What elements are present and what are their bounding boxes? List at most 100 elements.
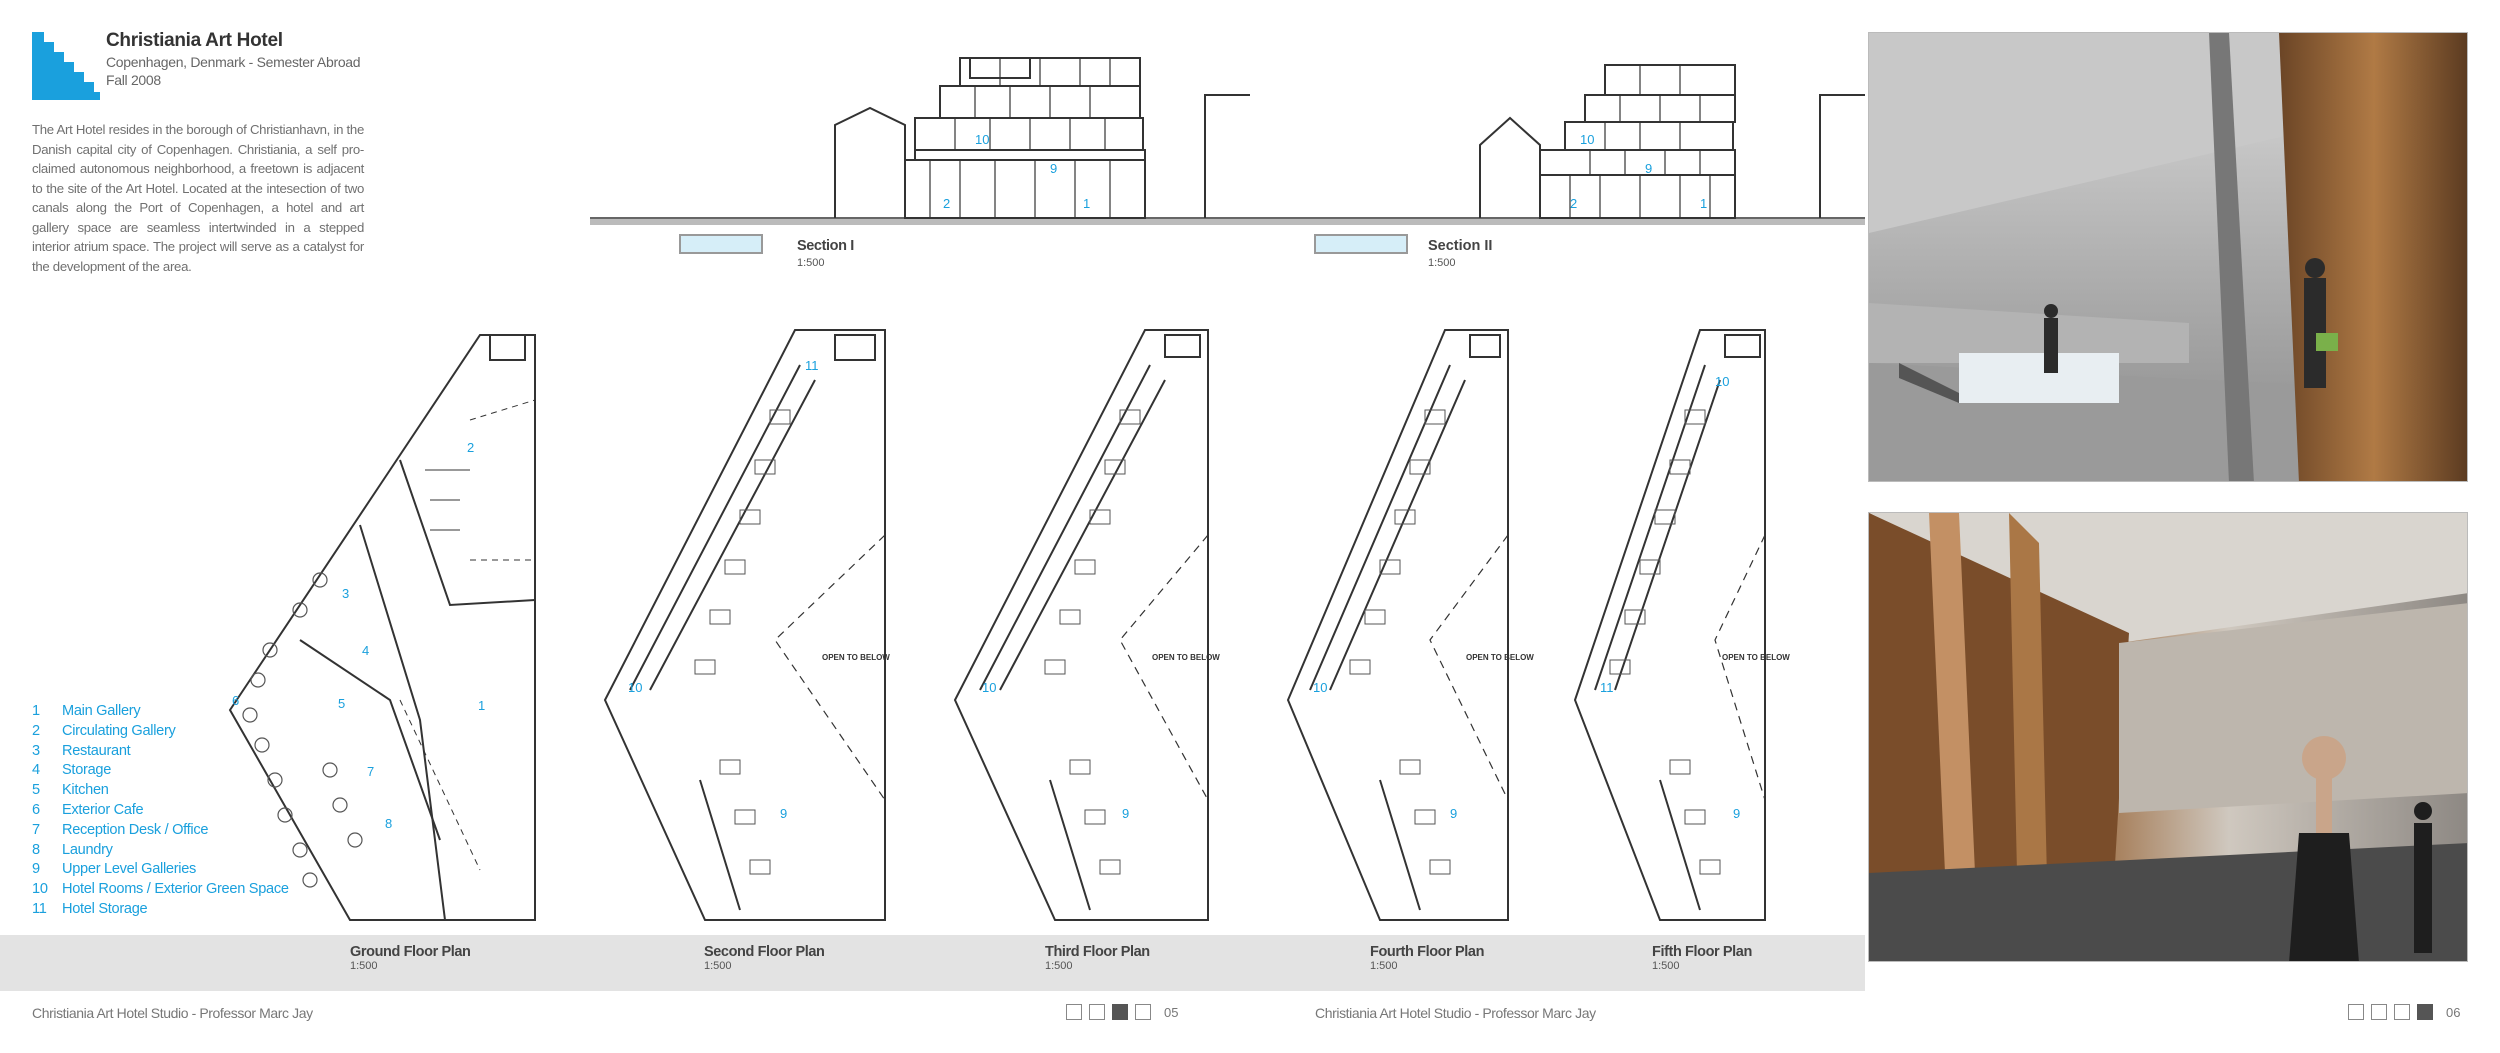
ground-plan-tag: 8 [385,816,392,831]
legend-number: 5 [32,782,40,799]
section-2-scale: 1:500 [1428,257,1456,269]
second-plan-tag: 9 [780,806,787,821]
section-1-label: Section I [797,238,854,254]
plan-label: Fifth Floor Plan [1652,944,1752,960]
footer-right-text: Christiania Art Hotel Studio - Professor… [1315,1005,1596,1021]
legend-item: 4 Storage [32,761,332,781]
section-1-tag: 10 [975,132,989,147]
legend-number: 8 [32,841,40,858]
atrium-rendering-image [1868,32,2468,482]
open-to-below-note: OPEN TO BELOW [1152,653,1220,662]
fifth-plan-tag: 10 [1715,374,1729,389]
plan-caption-fifth: Fifth Floor Plan 1:500 [1652,944,1752,972]
plan-caption-ground: Ground Floor Plan 1:500 [350,944,471,972]
fifth-plan-tag: 11 [1600,680,1614,695]
page-indicator-left: 05 [1066,1004,1178,1020]
plan-caption-fourth: Fourth Floor Plan 1:500 [1370,944,1484,972]
second-plan-tag: 10 [628,680,642,695]
page-square-icon [1135,1004,1151,1020]
section-1-tag: 2 [943,196,950,211]
fourth-plan-tag: 10 [1313,680,1327,695]
ground-plan-tag: 2 [467,440,474,455]
legend-label: Kitchen [62,782,109,799]
plan-scale: 1:500 [704,960,732,972]
legend-label: Reception Desk / Office [62,821,209,838]
page-square-icon [2371,1004,2387,1020]
footer-left-text: Christiania Art Hotel Studio - Professor… [32,1005,313,1021]
legend-label: Hotel Rooms / Exterior Green Space [62,881,289,898]
section-2-tag: 9 [1645,161,1652,176]
page-square-icon [2348,1004,2364,1020]
section-1-tag: 1 [1083,196,1090,211]
open-to-below-note: OPEN TO BELOW [1466,653,1534,662]
canal-water-2 [1314,234,1408,254]
architectural-drawings: 10 9 2 1 Section I 1:500 10 9 2 1 Sectio… [228,57,1865,921]
legend-number: 11 [32,900,47,917]
legend-number: 2 [32,722,40,739]
canal-water-1 [679,234,763,254]
page-date: Fall 2008 [106,72,161,88]
plan-caption-third: Third Floor Plan 1:500 [1045,944,1150,972]
plan-scale: 1:500 [1045,960,1073,972]
ground-floor-cafe-tables [242,572,363,888]
legend-label: Circulating Gallery [62,722,176,739]
legend-item: 2 Circulating Gallery [32,722,332,742]
second-floor-plan-drawing [603,329,886,921]
legend-number: 1 [32,703,40,719]
section-2-drawing [1314,64,1865,254]
page-square-icon [2417,1004,2433,1020]
page-square-icon [1066,1004,1082,1020]
section-2-tag: 1 [1700,196,1707,211]
legend-number: 4 [32,762,40,779]
legend-item: 9 Upper Level Galleries [32,860,332,880]
legend-label: Upper Level Galleries [62,861,197,878]
fourth-plan-tag: 9 [1450,806,1457,821]
fourth-floor-plan-drawing [1286,329,1509,921]
stepped-logo-icon [32,32,100,100]
page-square-icon [1089,1004,1105,1020]
legend-number: 7 [32,821,40,838]
legend-item: 10 Hotel Rooms / Exterior Green Space [32,880,332,900]
page-indicator-right: 06 [2348,1004,2460,1020]
plan-label: Third Floor Plan [1045,944,1150,960]
third-plan-tag: 9 [1122,806,1129,821]
open-to-below-note: OPEN TO BELOW [822,653,890,662]
legend-item: 3 Restaurant [32,742,332,762]
section-1-tag: 9 [1050,161,1057,176]
plan-label: Second Floor Plan [704,944,825,960]
page-square-icon [2394,1004,2410,1020]
ground-plan-tag: 7 [367,764,374,779]
plan-caption-second: Second Floor Plan 1:500 [704,944,825,972]
open-to-below-note: OPEN TO BELOW [1722,653,1790,662]
legend-number: 10 [32,881,48,898]
section-2-tag: 2 [1570,196,1577,211]
section-2-tag: 10 [1580,132,1594,147]
page-number: 05 [1164,1004,1179,1020]
page-subtitle: Copenhagen, Denmark - Semester Abroad [106,54,361,70]
plan-scale: 1:500 [1652,960,1680,972]
legend-label: Hotel Storage [62,900,148,917]
legend-number: 3 [32,742,40,759]
legend-label: Storage [62,762,112,779]
ground-plan-tag: 6 [232,693,239,708]
project-description: The Art Hotel resides in the borough of … [32,122,364,274]
legend-number: 9 [32,861,40,878]
section-1-drawing [590,57,1865,254]
page-square-icon [1112,1004,1128,1020]
ground-plan-tag: 3 [342,586,349,601]
legend-number: 6 [32,801,40,818]
third-floor-plan-drawing [953,329,1209,921]
plan-label: Fourth Floor Plan [1370,944,1485,960]
plan-label-band [0,935,1865,991]
fifth-plan-tag: 9 [1733,806,1740,821]
gallery-rendering-image [1868,512,2468,962]
ground-plan-tag: 4 [362,643,369,658]
legend-item: 7 Reception Desk / Office [32,821,332,841]
ground-floor-plan-drawing [228,334,536,921]
legend-item: 11 Hotel Storage [32,900,332,920]
ground-plan-tag: 5 [338,696,345,711]
legend-label: Restaurant [62,742,131,759]
